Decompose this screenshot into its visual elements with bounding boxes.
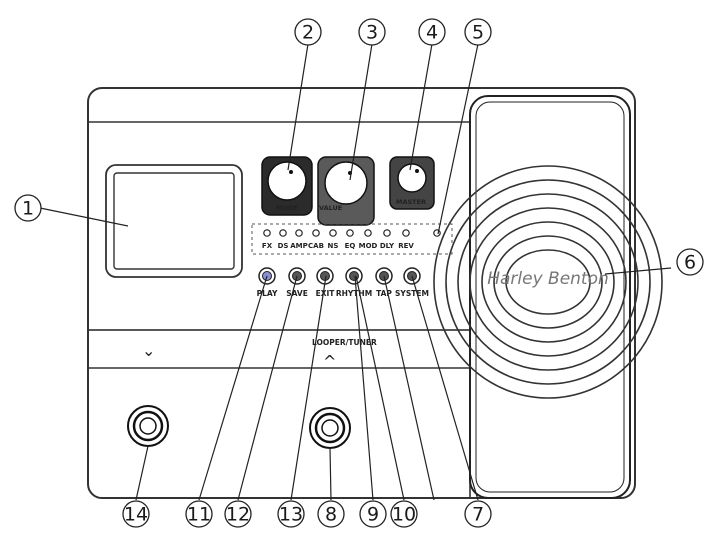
callout-circle-3: [358, 18, 386, 46]
mode-knob[interactable]: [267, 161, 307, 201]
led-amp: [295, 229, 303, 237]
button-label-system: SYSTEM: [395, 289, 429, 298]
led-label-eq: EQ: [345, 242, 356, 250]
led-label-fx: FX: [262, 242, 273, 250]
callout-number-2: 2: [302, 22, 314, 44]
callout-number-14: 14: [124, 504, 148, 526]
led-label-cab: CAB: [308, 242, 324, 250]
callout-circle-7: [464, 500, 492, 528]
callout-circle-13: [277, 500, 305, 528]
led-ds: [279, 229, 287, 237]
pedal-arc: [505, 249, 591, 315]
pedal-arcs: [433, 165, 663, 399]
leader-lines: [39, 43, 672, 501]
pedal-arc: [469, 207, 627, 357]
pedal-arc: [493, 235, 603, 329]
pedal-brand-logo: Harley Benton: [487, 269, 609, 289]
callout-number-1: 1: [22, 198, 34, 220]
callout-circle-12: [224, 500, 252, 528]
callout-number-12: 12: [226, 504, 250, 526]
up-arrow: ^: [323, 352, 336, 371]
led-label-ns: NS: [328, 242, 339, 250]
display-screen: [113, 172, 235, 270]
callout-circle-1: [14, 194, 42, 222]
mode-knob-label: MODE: [276, 204, 298, 212]
master-knob-label: MASTER: [396, 198, 426, 206]
value-knob[interactable]: [324, 161, 368, 205]
led-label-dly: DLY: [380, 242, 395, 250]
button-label-play: PLAY: [257, 289, 278, 298]
led-fx: [263, 229, 271, 237]
led-eq: [346, 229, 354, 237]
led-label-rev: REV: [398, 242, 414, 250]
center-footswitch[interactable]: [309, 407, 351, 449]
callout-circle-10: [390, 500, 418, 528]
pedal-arc: [445, 179, 651, 385]
callout-number-13: 13: [279, 504, 303, 526]
callout-circle-14: [122, 500, 150, 528]
value-knob-label: VALUE: [319, 204, 342, 212]
led-mod: [364, 229, 372, 237]
button-label-save: SAVE: [286, 289, 308, 298]
led-group-box: [251, 223, 453, 255]
led-dly: [383, 229, 391, 237]
led-label-mod: MOD: [359, 242, 378, 250]
callout-circle-9: [359, 500, 387, 528]
callout-number-6: 6: [684, 252, 696, 274]
callout-circle-8: [317, 500, 345, 528]
callout-circle-5: [464, 18, 492, 46]
pedal-arc: [433, 165, 663, 399]
callout-number-7: 7: [472, 504, 484, 526]
led-ns: [329, 229, 337, 237]
led-cab: [312, 229, 320, 237]
left-footswitch[interactable]: [127, 405, 169, 447]
button-label-tap: TAP: [376, 289, 392, 298]
pedal-arc: [481, 221, 615, 343]
led-rev: [402, 229, 410, 237]
callout-circle-11: [185, 500, 213, 528]
mode-knob-indicator: [289, 170, 293, 174]
led-label-amp: AMP: [290, 242, 308, 250]
master-knob-indicator: [415, 169, 419, 173]
callout-number-10: 10: [392, 504, 416, 526]
button-label-rhythm: RHYTHM: [336, 289, 372, 298]
callout-number-8: 8: [325, 504, 337, 526]
callout-number-9: 9: [367, 504, 379, 526]
callout-number-5: 5: [472, 22, 484, 44]
master-knob[interactable]: [397, 163, 427, 193]
callout-number-4: 4: [426, 22, 438, 44]
expression-pedal[interactable]: [469, 95, 631, 499]
callout-circle-6: [676, 248, 704, 276]
looper-tuner-label: LOOPER/TUNER: [312, 338, 377, 347]
button-label-exit: EXIT: [316, 289, 336, 298]
callout-circle-4: [418, 18, 446, 46]
callout-number-11: 11: [187, 504, 211, 526]
down-arrow: ⌄: [142, 341, 155, 360]
callout-number-3: 3: [366, 22, 378, 44]
callout-circle-2: [294, 18, 322, 46]
pedal-arc: [457, 193, 639, 371]
led-label-ds: DS: [278, 242, 289, 250]
